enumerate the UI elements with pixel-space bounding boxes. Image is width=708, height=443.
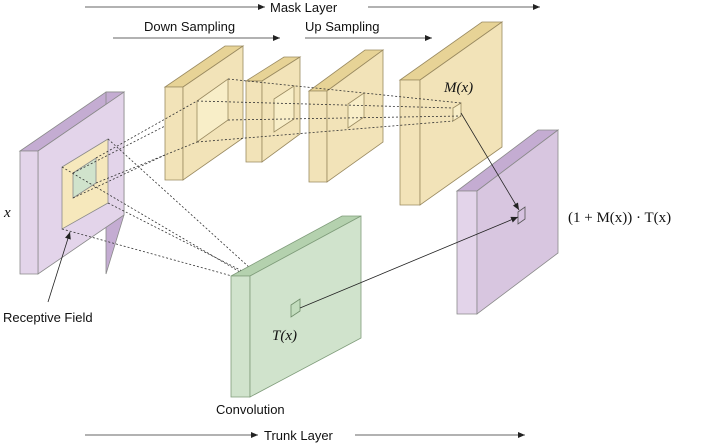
mask-layer-header: Mask Layer — [85, 0, 540, 15]
trunk-output-label: T(x) — [272, 328, 297, 344]
mask-output-label: M(x) — [443, 80, 473, 96]
trunk-layer-label: Trunk Layer — [264, 428, 334, 443]
down-sampling-label: Down Sampling — [144, 19, 235, 34]
convolution-label: Convolution — [216, 402, 285, 417]
mask-block-3 — [307, 49, 385, 183]
mask-connections — [61, 78, 462, 277]
up-sampling-header: Up Sampling — [305, 19, 432, 41]
convolution-block — [230, 215, 362, 398]
input-block — [18, 91, 126, 275]
receptive-field-label: Receptive Field — [3, 310, 93, 325]
mask-block-2 — [244, 56, 302, 163]
result-label: (1 + M(x)) · T(x) — [568, 210, 671, 226]
down-sampling-header: Down Sampling — [113, 19, 280, 41]
up-sampling-label: Up Sampling — [305, 19, 379, 34]
trunk-layer-footer: Trunk Layer — [85, 428, 525, 443]
output-arrows — [299, 112, 520, 309]
input-x-label: x — [3, 205, 11, 221]
mask-layer-label: Mask Layer — [270, 0, 338, 15]
mask-block-1 — [163, 45, 245, 181]
receptive-field-annotation: Receptive Field — [3, 231, 93, 325]
